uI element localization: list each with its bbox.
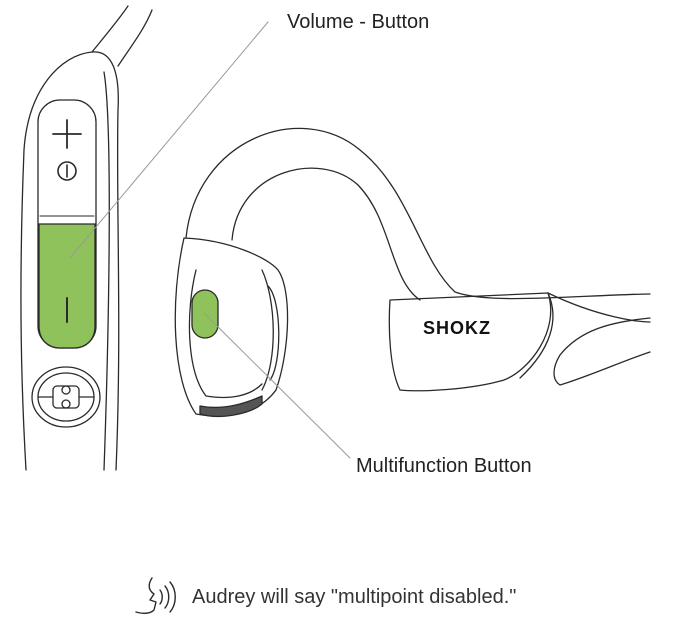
closeup-band-outer [91,5,129,53]
volume-plus-icon[interactable] [52,119,82,149]
closeup-pod-outline [20,51,120,471]
headset-main [174,127,651,417]
pod-bottom-strip [199,395,263,417]
volume-minus-button[interactable] [38,223,96,349]
headband-arc-inner [231,167,421,301]
multifunction-button-label: Multifunction Button [356,455,532,477]
earpiece-closeup [20,5,153,471]
closeup-pod-inner-edge [103,71,110,471]
volume-button-label: Volume - Button [287,11,430,33]
headset-rear-body [388,292,552,392]
closeup-band-inner [117,9,153,67]
speaking-head-icon [135,577,176,615]
headset-rear-edge [519,292,554,379]
charging-port-icon [31,366,101,428]
voice-prompt-caption: Audrey will say "multipoint disabled." [192,586,517,608]
headset-tail [547,292,651,323]
multifunction-leader-line [203,312,351,459]
front-pod-face [188,269,263,399]
volume-leader-line [69,21,269,259]
front-pod-outline [174,237,289,417]
brand-logo: SHOKZ [423,318,491,338]
headset-tail-tip [553,317,651,386]
power-icon [57,161,77,181]
front-pod-side [261,269,280,391]
headband-arc-outer [185,127,651,300]
